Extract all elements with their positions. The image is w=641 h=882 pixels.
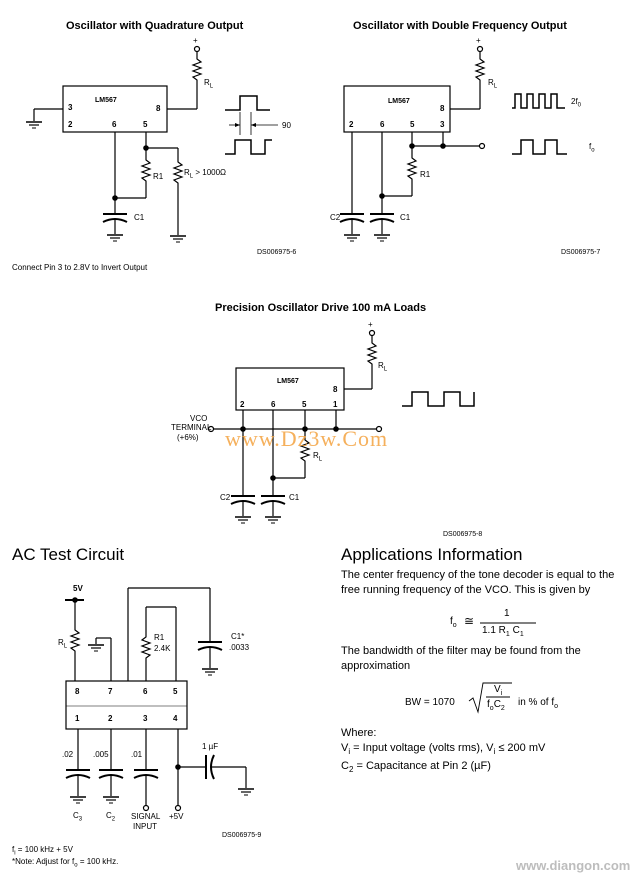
ac-test-code: DS006975-9	[222, 832, 262, 839]
ac-test-cap2: .005	[93, 750, 109, 759]
applications-where: Where:	[341, 727, 377, 739]
eq2-numerator: Vi	[494, 684, 503, 697]
circuit3-rl-mid-label: RL	[313, 451, 323, 463]
circuit1-code: DS006975-6	[257, 249, 297, 256]
ac-test-c2-label: C2	[106, 811, 116, 823]
ac-test-r1-value: 2.4K	[154, 644, 171, 653]
ac-test-fi-note: fi = 100 kHz + 5V	[12, 845, 73, 857]
ac-test-pin2: 2	[108, 714, 113, 723]
watermark-diangon: www.diangon.com	[516, 858, 631, 873]
circuit1-r1-label: R1	[153, 172, 164, 181]
circuit2-pin3: 3	[440, 120, 445, 129]
eq2-denominator: foC2	[487, 699, 505, 712]
ac-test-pin4: 4	[173, 714, 178, 723]
circuit2-pin8: 8	[440, 104, 445, 113]
circuit1-pin2: 2	[68, 120, 73, 129]
circuit2-lines	[339, 45, 567, 234]
circuit3-chip-label: LM567	[277, 378, 299, 385]
circuit3-vco-range: (+6%)	[177, 433, 199, 442]
circuit1-title: Oscillator with Quadrature Output	[66, 20, 244, 32]
circuit3-pin2: 2	[240, 400, 245, 409]
ac-test-signal-label: SIGNAL	[131, 812, 161, 821]
circuit1-plus: +	[193, 36, 198, 45]
circuit3-plus: +	[368, 320, 373, 329]
circuit2-r1-label: R1	[420, 170, 431, 179]
ac-test-pin8: 8	[75, 687, 80, 696]
ac-test-c3-label: C3	[73, 811, 83, 823]
circuit1-pin5: 5	[143, 120, 148, 129]
circuit1-rl2-label: RL > 1000Ω	[184, 168, 227, 180]
circuit2-c2-label: C2	[330, 213, 341, 222]
circuit2-rl-label: RL	[488, 78, 498, 90]
ac-test-heading: AC Test Circuit	[12, 545, 125, 564]
circuit2-out2-label: fo	[589, 142, 595, 154]
circuit3-lines	[214, 329, 475, 516]
circuit1-note: Connect Pin 3 to 2.8V to Invert Output	[12, 263, 148, 272]
eq1-denominator: 1.1 R1 C1	[482, 625, 524, 638]
ac-test-cap1: .02	[62, 750, 74, 759]
circuit3-c1-label: C1	[289, 493, 300, 502]
ac-test-r1-label: R1	[154, 633, 165, 642]
circuit3-pin5: 5	[302, 400, 307, 409]
circuit2-code: DS006975-7	[561, 249, 601, 256]
circuit1-rl-label: RL	[204, 78, 214, 90]
circuit2-title: Oscillator with Double Frequency Output	[353, 20, 567, 32]
circuit3-title: Precision Oscillator Drive 100 mA Loads	[215, 302, 427, 314]
equation-lines	[468, 622, 536, 714]
ac-test-adjust-note: *Note: Adjust for fo = 100 kHz.	[12, 857, 119, 869]
eq2-lhs: BW = 1070	[405, 697, 455, 708]
circuit3-terminal-label: TERMINAL	[171, 423, 212, 432]
eq1-lhs: fo	[450, 616, 457, 629]
applications-para2: The bandwidth of the filter may be found…	[341, 645, 581, 672]
applications-c2-def: C2 = Capacitance at Pin 2 (µF)	[341, 760, 491, 775]
circuit1-pin8: 8	[156, 104, 161, 113]
ac-test-pin3: 3	[143, 714, 148, 723]
circuit2-pin5: 5	[410, 120, 415, 129]
eq1-approx: ≅	[464, 614, 475, 628]
circuit2-pin6: 6	[380, 120, 385, 129]
applications-vi-def: Vi = Input voltage (volts rms), Vi ≤ 200…	[341, 742, 546, 757]
circuit2-plus: +	[476, 36, 481, 45]
ac-test-c1-label: C1*	[231, 632, 245, 641]
ac-test-lines	[65, 587, 247, 806]
circuit3-code: DS006975-8	[443, 531, 483, 538]
circuit1-chip-label: LM567	[95, 97, 117, 104]
ac-test-cap-out: 1 µF	[202, 742, 219, 751]
ac-test-pin1: 1	[75, 714, 80, 723]
circuit1-pin3: 3	[68, 103, 73, 112]
circuit3-vco-label: VCO	[190, 414, 208, 423]
circuit3-pin6: 6	[271, 400, 276, 409]
ac-test-pin7: 7	[108, 687, 113, 696]
circuit2-pin2: 2	[349, 120, 354, 129]
ac-test-input-label: INPUT	[133, 822, 157, 831]
ac-test-rl-label: RL	[58, 638, 68, 650]
circuit2-out1-label: 2f0	[571, 97, 582, 109]
ac-test-supply: 5V	[73, 584, 83, 593]
circuit3-rl-label: RL	[378, 361, 388, 373]
circuit2-chip-label: LM567	[388, 98, 410, 105]
eq1-numerator: 1	[504, 608, 510, 619]
ac-test-c1-value: .0033	[229, 643, 250, 652]
ac-test-plus5v: +5V	[169, 812, 184, 821]
circuit1-lines	[33, 45, 278, 235]
circuit3-pin8: 8	[333, 385, 338, 394]
ac-test-pin5: 5	[173, 687, 178, 696]
eq2-tail: in % of fo	[518, 697, 559, 710]
applications-heading: Applications Information	[341, 545, 523, 564]
circuit1-c1-label: C1	[134, 213, 145, 222]
circuit1-phase-label: 90	[282, 121, 291, 130]
circuit3-pin1: 1	[333, 400, 338, 409]
ac-test-pin6: 6	[143, 687, 148, 696]
watermark-dz3w: www.Dz3w.Com	[225, 426, 389, 451]
circuit1-pin6: 6	[112, 120, 117, 129]
applications-para1: The center frequency of the tone decoder…	[341, 569, 615, 596]
ac-test-cap3: .01	[131, 750, 143, 759]
circuit2-c1-label: C1	[400, 213, 411, 222]
circuit3-c2-label: C2	[220, 493, 231, 502]
